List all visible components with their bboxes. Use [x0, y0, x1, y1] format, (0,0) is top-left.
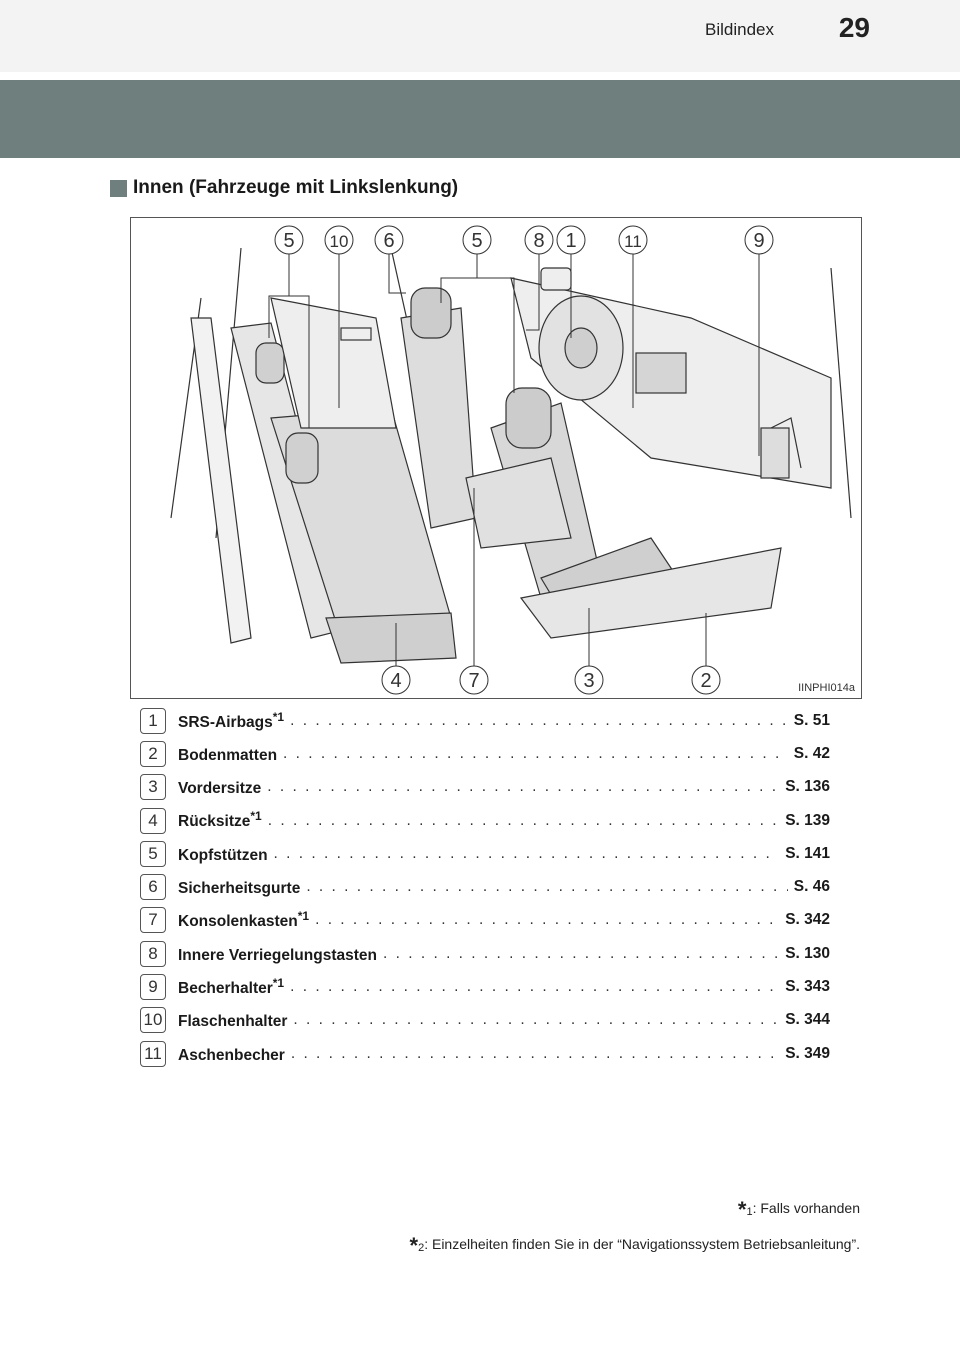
- item-name: SRS-Airbags*1: [178, 709, 285, 731]
- svg-text:3: 3: [583, 670, 594, 692]
- callout-4: 4: [381, 665, 411, 695]
- leader-dots: [268, 812, 779, 830]
- list-item: 11 Aschenbecher S. 349: [140, 1037, 830, 1070]
- item-number: 5: [140, 840, 166, 867]
- item-name: Vordersitze: [178, 780, 262, 798]
- leader-dots: [306, 878, 787, 896]
- item-number: 1: [140, 707, 166, 734]
- item-page-ref: S. 46: [793, 878, 830, 896]
- leader-dots: [383, 945, 779, 963]
- svg-text:5: 5: [283, 230, 294, 252]
- item-name: Flaschenhalter: [178, 1013, 288, 1031]
- item-page-ref: S. 343: [785, 978, 830, 996]
- list-item: 2 Bodenmatten S. 42: [140, 737, 830, 770]
- svg-text:5: 5: [471, 230, 482, 252]
- item-page-ref: S. 136: [785, 778, 830, 796]
- footnote-2: *2: Einzelheiten finden Sie in der “Navi…: [409, 1233, 860, 1258]
- svg-text:2: 2: [700, 670, 711, 692]
- item-number: 9: [140, 974, 166, 1001]
- item-name: Innere Verriegelungstasten: [178, 946, 377, 964]
- list-item: 7 Konsolenkasten*1 S. 342: [140, 904, 830, 937]
- list-item: 8 Innere Verriegelungstasten S. 130: [140, 937, 830, 970]
- page-number: 29: [838, 12, 870, 43]
- item-number: 6: [140, 874, 166, 901]
- car-interior-drawing: 5 10 6 5 8 1 11 9 4 7 3 2: [170, 225, 852, 695]
- section-label: Bildindex: [705, 20, 774, 39]
- heading-marker-icon: [110, 179, 127, 197]
- section-heading: Innen (Fahrzeuge mit Linkslenkung): [110, 177, 458, 199]
- item-page-ref: S. 51: [793, 711, 830, 729]
- callout-9: 9: [744, 225, 774, 255]
- item-number: 7: [140, 907, 166, 934]
- callout-2: 2: [691, 665, 721, 695]
- item-number: 8: [140, 940, 166, 967]
- footnotes: *1: Falls vorhanden *2: Einzelheiten fin…: [410, 1192, 860, 1264]
- item-name: Rücksitze*1: [178, 809, 262, 831]
- item-name: Konsolenkasten*1: [178, 909, 310, 931]
- item-number: 11: [140, 1040, 166, 1067]
- item-page-ref: S. 42: [793, 744, 830, 762]
- item-name: Becherhalter*1: [178, 975, 285, 998]
- footnote-1: *1: Falls vorhanden: [737, 1197, 860, 1222]
- callout-10: 10: [324, 225, 354, 255]
- list-item: 9 Becherhalter*1 S. 343: [140, 970, 830, 1003]
- leader-dots: [315, 911, 779, 929]
- interior-illustration: 5 10 6 5 8 1 11 9 4 7 3 2 IINPHI014a: [130, 217, 862, 699]
- svg-text:1: 1: [565, 230, 576, 252]
- leader-dots: [291, 1045, 779, 1063]
- svg-text:4: 4: [390, 670, 401, 692]
- leader-dots: [290, 712, 788, 730]
- leader-dots: [290, 978, 779, 996]
- heading-text: Innen (Fahrzeuge mit Linkslenkung): [133, 177, 459, 198]
- item-number: 2: [140, 740, 166, 767]
- callout-6: 6: [374, 225, 404, 255]
- item-page-ref: S. 344: [785, 1011, 830, 1029]
- list-item: 10 Flaschenhalter S. 344: [140, 1004, 830, 1037]
- callout-5: 5: [274, 225, 304, 255]
- svg-text:11: 11: [624, 232, 642, 251]
- callout-1: 1: [556, 225, 586, 255]
- item-page-ref: S. 141: [785, 844, 830, 862]
- svg-text:8: 8: [533, 230, 544, 252]
- callout-5b: 5: [462, 225, 492, 255]
- leader-dots: [274, 845, 780, 863]
- item-name: Kopfstützen: [178, 846, 268, 864]
- svg-text:7: 7: [468, 670, 479, 692]
- list-item: 6 Sicherheitsgurte S. 46: [140, 870, 830, 903]
- page-header: Bildindex 29: [0, 0, 960, 72]
- item-page-ref: S. 342: [785, 911, 830, 929]
- component-index-list: 1 SRS-Airbags*1 S. 51 2 Bodenmatten S. 42 3V…: [140, 704, 830, 1070]
- item-number: 3: [140, 774, 166, 801]
- list-item: 3 Vordersitze S. 136: [140, 771, 830, 804]
- leader-dots: [267, 778, 779, 796]
- item-name: Aschenbecher: [178, 1046, 285, 1064]
- item-number: 10: [140, 1007, 166, 1034]
- svg-text:6: 6: [383, 230, 394, 252]
- item-page-ref: S. 130: [785, 944, 830, 962]
- figure-code: IINPHI014a: [798, 682, 855, 694]
- item-number: 4: [140, 807, 166, 834]
- item-page-ref: S. 139: [785, 811, 830, 829]
- leader-dots: [283, 745, 788, 763]
- callout-8: 8: [524, 225, 554, 255]
- list-item: 4 Rücksitze*1 S. 139: [140, 804, 830, 837]
- item-name: Bodenmatten: [178, 747, 278, 765]
- svg-text:9: 9: [753, 230, 764, 252]
- leader-dots: [293, 1011, 779, 1029]
- callout-3: 3: [574, 665, 604, 695]
- list-item: 1 SRS-Airbags*1 S. 51: [140, 704, 830, 737]
- item-page-ref: S. 349: [785, 1044, 830, 1062]
- callout-11: 11: [618, 225, 648, 255]
- item-name: Sicherheitsgurte: [178, 880, 301, 898]
- list-item: 5 Kopfstützen S. 141: [140, 837, 830, 870]
- svg-text:10: 10: [330, 232, 349, 251]
- header-band: [0, 80, 960, 158]
- callout-7: 7: [459, 665, 489, 695]
